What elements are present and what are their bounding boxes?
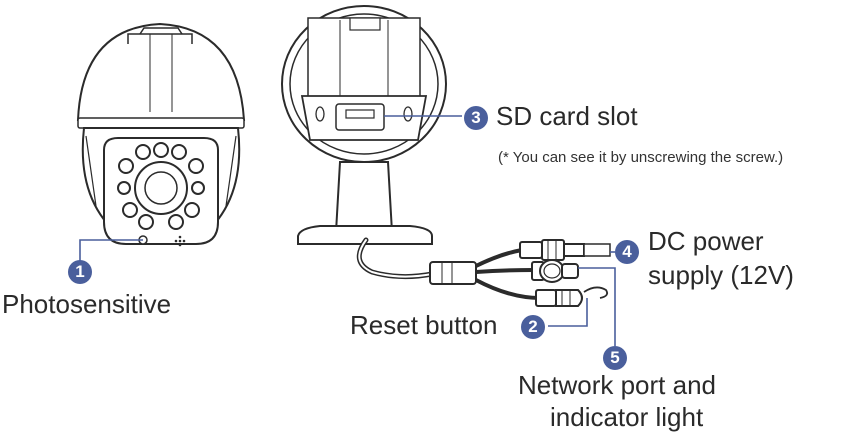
cable-assembly xyxy=(356,237,611,307)
mount-stem xyxy=(334,161,394,233)
callout-4-badge: 4 xyxy=(615,240,639,264)
microphone-holes xyxy=(174,235,186,247)
callout-1-badge: 1 xyxy=(68,260,92,284)
ir-led xyxy=(188,158,204,174)
camera-back-view xyxy=(281,5,447,245)
ir-led xyxy=(184,202,200,218)
callout-2-label: Reset button xyxy=(350,310,498,340)
ir-led xyxy=(117,181,131,195)
ir-led xyxy=(153,142,169,158)
reset-button-connector xyxy=(535,286,609,307)
callout-4-label-line2: supply (12V) xyxy=(648,260,794,290)
callout-3-note: (* You can see it by unscrewing the scre… xyxy=(498,149,784,166)
mount-base xyxy=(297,225,433,245)
leader-line-5 xyxy=(578,267,616,346)
ir-led xyxy=(135,144,151,160)
callout-5-badge: 5 xyxy=(603,346,627,370)
leader-lines xyxy=(79,115,616,346)
camera-front-view xyxy=(76,22,246,247)
leader-line-2 xyxy=(548,298,588,327)
callout-4-label-line1: DC power xyxy=(648,226,764,256)
network-connector xyxy=(531,259,579,283)
dc-power-connector xyxy=(519,239,611,261)
ir-led xyxy=(191,181,205,195)
ir-led xyxy=(168,214,184,230)
ir-led xyxy=(138,214,154,230)
callout-3-label: SD card slot xyxy=(496,101,638,131)
callout-2-badge: 2 xyxy=(521,315,545,339)
camera-dome xyxy=(76,22,246,121)
callout-1-label: Photosensitive xyxy=(2,289,172,319)
callout-3-badge: 3 xyxy=(464,106,488,130)
cable-splitter xyxy=(429,261,477,285)
ir-led xyxy=(118,158,134,174)
callout-5-label-line2: indicator light xyxy=(550,402,704,432)
leader-line-1 xyxy=(79,239,143,262)
ir-led xyxy=(171,144,187,160)
ir-led xyxy=(122,202,138,218)
callout-5-label-line1: Network port and xyxy=(518,370,716,400)
